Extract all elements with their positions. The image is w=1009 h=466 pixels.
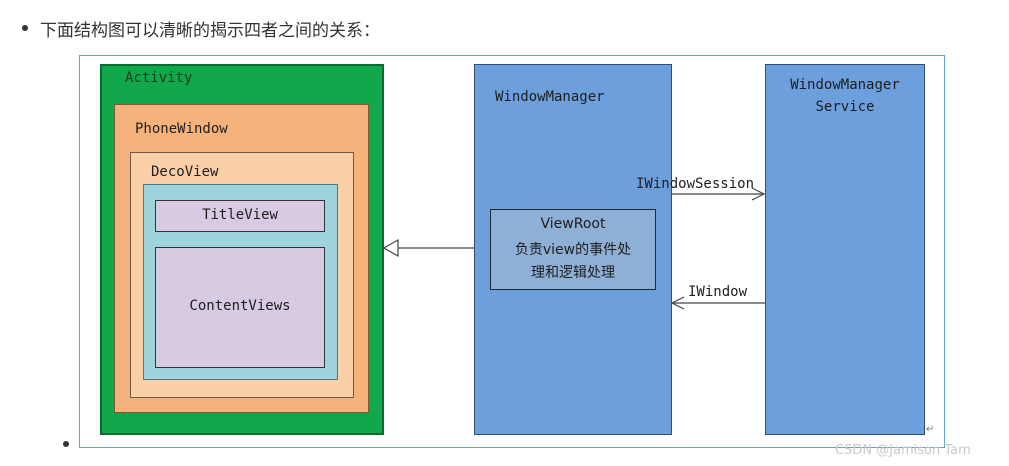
phonewindow-label: PhoneWindow — [135, 121, 228, 137]
bullet-dot — [22, 25, 28, 31]
wms-line-2: Service — [815, 99, 875, 115]
windowmanager-service-box: WindowManager Service — [765, 64, 925, 435]
intro-text: 下面结构图可以清晰的揭示四者之间的关系： — [40, 21, 380, 41]
titleview-label: TitleView — [202, 207, 278, 223]
activity-label: Activity — [125, 70, 193, 86]
hollow-triangle-arrowhead — [382, 238, 399, 258]
viewroot-line-3: 理和逻辑处理 — [531, 265, 615, 281]
return-mark: ↵ — [926, 424, 935, 435]
titleview-box: TitleView — [155, 200, 325, 232]
decoview-label: DecoView — [151, 164, 219, 180]
viewroot-line-1: ViewRoot — [540, 216, 606, 232]
iwindow-arrowhead — [670, 296, 685, 310]
viewroot-line-2: 负责view的事件处 — [514, 242, 632, 258]
iwindow-label: IWindow — [688, 284, 748, 300]
watermark: CSDN @Jamison Tam — [835, 443, 971, 458]
windowmanager-label: WindowManager — [495, 89, 605, 105]
wms-line-1: WindowManager — [790, 77, 900, 93]
contentviews-box: ContentViews — [155, 247, 325, 368]
contentviews-label: ContentViews — [189, 298, 291, 314]
iwindowsession-label: IWindowSession — [636, 176, 755, 192]
viewroot-box: ViewRoot 负责view的事件处 理和逻辑处理 — [490, 209, 656, 290]
iwindowsession-arrowhead — [751, 187, 766, 201]
bullet-dot-empty — [63, 441, 69, 447]
